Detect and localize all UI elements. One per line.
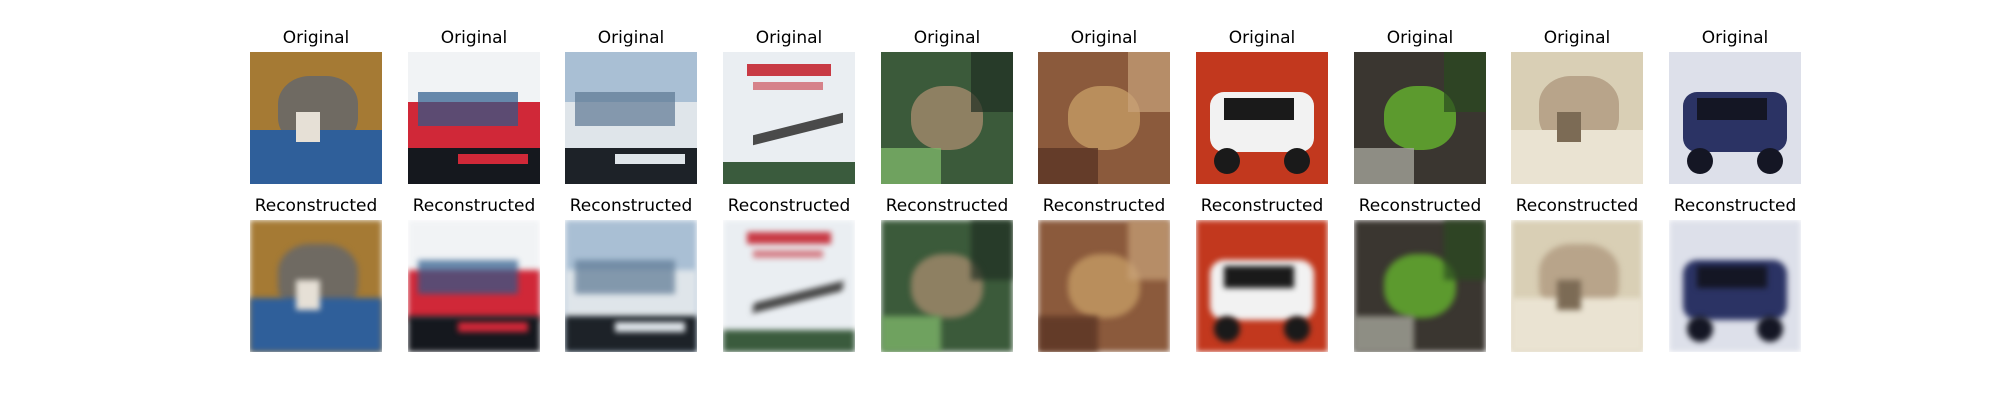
original-title: Original: [913, 28, 981, 48]
reconstructed-title: Reconstructed: [254, 196, 378, 216]
reconstructed-title: Reconstructed: [569, 196, 693, 216]
reconstructed-image-ship: [408, 220, 540, 352]
original-image-automobile: [1669, 52, 1801, 184]
reconstructed-title: Reconstructed: [727, 196, 851, 216]
reconstructed-title: Reconstructed: [885, 196, 1009, 216]
reconstructed-title: Reconstructed: [1042, 196, 1166, 216]
reconstructed-image-frog: [1038, 220, 1170, 352]
original-title: Original: [597, 28, 665, 48]
original-image-ship: [565, 52, 697, 184]
original-title: Original: [1070, 28, 1138, 48]
original-title: Original: [440, 28, 508, 48]
original-image-airplane: [723, 52, 855, 184]
original-title: Original: [1228, 28, 1296, 48]
reconstructed-title: Reconstructed: [1200, 196, 1324, 216]
original-title: Original: [1386, 28, 1454, 48]
reconstructed-image-frog: [881, 220, 1013, 352]
original-image-cat: [250, 52, 382, 184]
reconstructed-title: Reconstructed: [1673, 196, 1797, 216]
original-image-automobile: [1196, 52, 1328, 184]
original-image-ship: [408, 52, 540, 184]
reconstructed-image-cat: [250, 220, 382, 352]
reconstructed-title: Reconstructed: [412, 196, 536, 216]
original-image-frog: [1038, 52, 1170, 184]
reconstructed-image-cat: [1511, 220, 1643, 352]
original-title: Original: [1543, 28, 1611, 48]
original-image-frog: [881, 52, 1013, 184]
original-title: Original: [755, 28, 823, 48]
reconstructed-title: Reconstructed: [1515, 196, 1639, 216]
original-title: Original: [282, 28, 350, 48]
original-image-cat: [1511, 52, 1643, 184]
reconstructed-image-automobile: [1196, 220, 1328, 352]
reconstructed-image-frog: [1354, 220, 1486, 352]
reconstructed-image-automobile: [1669, 220, 1801, 352]
original-image-frog: [1354, 52, 1486, 184]
reconstructed-image-ship: [565, 220, 697, 352]
reconstructed-title: Reconstructed: [1358, 196, 1482, 216]
reconstructed-image-airplane: [723, 220, 855, 352]
original-title: Original: [1701, 28, 1769, 48]
